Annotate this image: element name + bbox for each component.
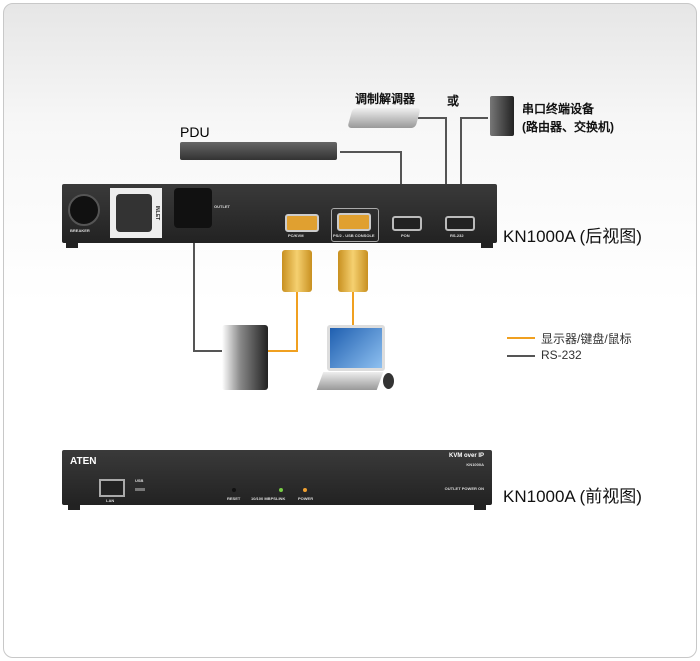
modem-cable-drop (445, 117, 447, 184)
inlet-socket-icon (116, 194, 152, 232)
pdu-cable (340, 151, 401, 153)
modem-cable (418, 117, 446, 119)
kn1000a-front-panel: ATEN KVM over IP KN1000A LAN USB RESET 1… (62, 450, 492, 510)
inlet-frame: INLET (110, 188, 162, 238)
rs232-port[interactable] (445, 216, 475, 231)
speed-label: 10/100 MBPS (251, 496, 276, 501)
monitor-icon (327, 325, 385, 371)
kvm-cable-h (268, 350, 298, 352)
or-label: 或 (447, 94, 460, 108)
link-led (279, 488, 283, 492)
legend-label-kvm: 显示器/键盘/鼠标 (541, 332, 632, 346)
breaker-label: BREAKER (70, 228, 90, 233)
pc-kvm-port[interactable] (285, 214, 319, 232)
inlet-label: INLET (154, 205, 161, 221)
modem-device (347, 108, 421, 128)
pdu-label: PDU (180, 124, 210, 140)
keyboard-icon (316, 372, 384, 390)
pdu-device (180, 142, 337, 160)
outlet-label: OUTLET (214, 204, 230, 209)
console-cable (352, 290, 354, 330)
console-port[interactable] (337, 213, 371, 231)
legend-swatch-kvm (507, 337, 535, 339)
serial-cable (460, 117, 488, 119)
link-label: LINK (276, 496, 286, 501)
power-cable (193, 243, 195, 351)
front-view-label: KN1000A (前视图) (503, 487, 642, 506)
console-port-frame (331, 208, 379, 242)
power-led (303, 488, 307, 492)
modem-label: 调制解调器 (355, 92, 416, 106)
reset-label: RESET (227, 496, 241, 501)
lan-label: LAN (106, 498, 115, 503)
usb-port[interactable] (135, 488, 145, 491)
kn1000a-rear-panel: BREAKER INLET OUTLET PC/KVM PS/2 - USB C… (62, 184, 497, 248)
pon-label: PON (401, 233, 410, 238)
vga-connector (282, 250, 312, 292)
serial-cable-drop (460, 117, 462, 184)
pc-kvm-label: PC/KVM (288, 233, 304, 238)
power-cable-h (193, 350, 223, 352)
breaker-icon (68, 194, 100, 226)
serial-device-label: 串口终端设备 (522, 102, 595, 116)
pon-port[interactable] (392, 216, 422, 231)
reset-button[interactable] (232, 488, 236, 492)
outlet-power-label: OUTLET POWER ON (444, 486, 484, 491)
lan-port[interactable] (99, 479, 125, 497)
vga-connector (338, 250, 368, 292)
outlet-socket-icon (174, 188, 212, 228)
rear-view-label: KN1000A (后视图) (503, 227, 642, 246)
aten-logo: ATEN (70, 456, 97, 467)
rs232-label: RS-232 (450, 233, 464, 238)
console-label: PS/2 - USB CONSOLE (333, 233, 375, 238)
serial-device-tower (490, 96, 514, 136)
legend-swatch-rs232 (507, 355, 535, 357)
model-label: KN1000A (466, 462, 484, 467)
usb-label: USB (135, 478, 144, 483)
kvm-cable (296, 290, 298, 351)
mouse-icon (383, 373, 394, 389)
pc-tower-icon (222, 325, 268, 390)
power-label: POWER (298, 496, 314, 501)
legend-label-rs232: RS-232 (541, 348, 582, 362)
pdu-cable-drop (400, 151, 402, 184)
serial-device-sublabel: (路由器、交换机) (522, 120, 614, 134)
product-title: KVM over IP (448, 453, 484, 459)
